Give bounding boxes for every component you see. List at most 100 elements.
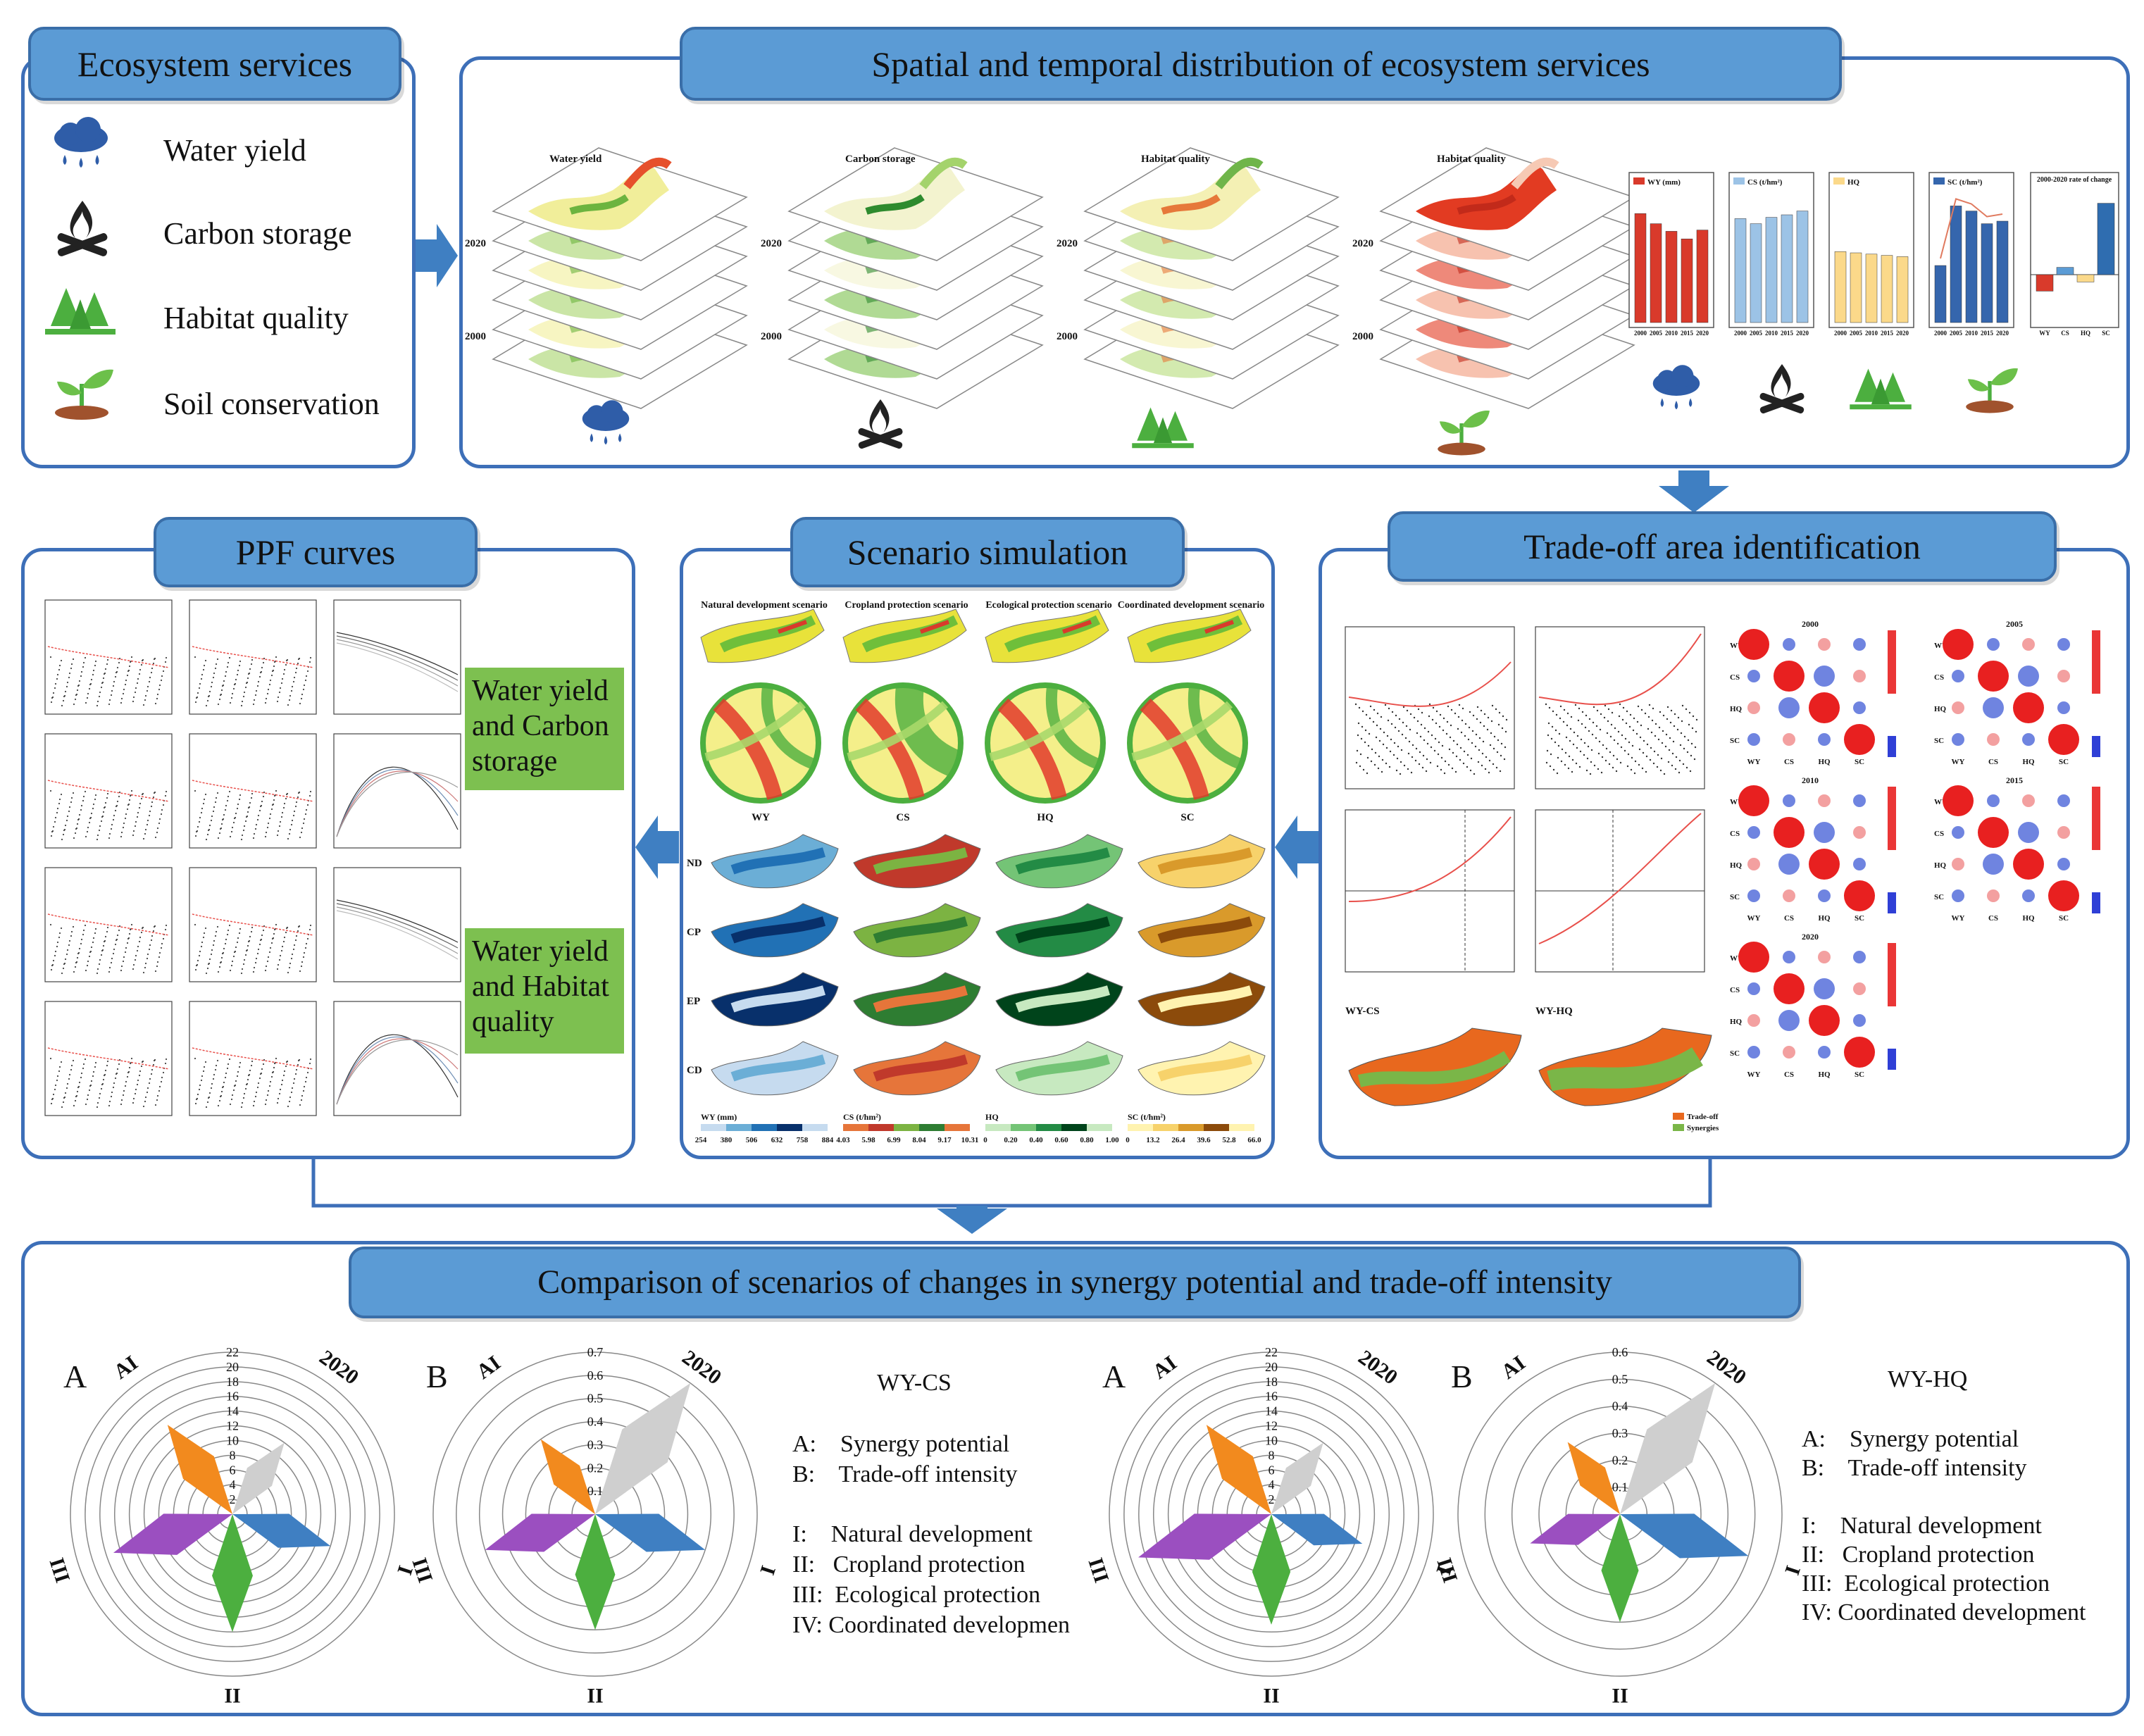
legend-wy-hq-title: WY-HQ <box>1888 1366 1968 1392</box>
scatter-point <box>1568 755 1571 758</box>
scatter-point <box>1374 751 1377 754</box>
ppf-point <box>253 1100 256 1103</box>
scatter-point <box>1581 711 1584 713</box>
ppf-point <box>226 933 229 936</box>
scatter-point <box>1438 725 1441 728</box>
corr-cell <box>2013 849 2044 880</box>
ppf-point <box>78 1081 81 1084</box>
ppf-point <box>194 1102 197 1105</box>
ppf-point <box>227 795 230 798</box>
ppf-point <box>120 831 123 834</box>
radar-petal <box>595 1382 691 1514</box>
ppf-point <box>148 680 151 683</box>
radar-ring <box>1484 1378 1756 1650</box>
scatter-point <box>1400 761 1402 763</box>
radar-axis-label: 2020 <box>1354 1346 1402 1390</box>
ppf-point <box>139 1070 142 1073</box>
scenario-curve <box>336 635 459 681</box>
ppf-point <box>84 790 87 793</box>
scatter-point <box>1616 742 1619 745</box>
scatter-point <box>1361 710 1364 713</box>
ppf-point <box>89 817 92 820</box>
scatter-point <box>1478 737 1481 739</box>
ppf-point <box>205 838 208 841</box>
service-map-detail <box>1015 847 1111 875</box>
ppf-point <box>206 1101 209 1104</box>
ppf-point <box>120 965 123 968</box>
scatter-point <box>1562 720 1565 723</box>
ppf-plot <box>333 599 461 715</box>
ppf-point <box>96 972 99 975</box>
ppf-point <box>92 937 95 939</box>
scatter-point <box>1604 704 1607 707</box>
ppf-point <box>74 698 77 701</box>
ppf-point <box>233 683 236 686</box>
ppf-point <box>214 667 217 670</box>
ppf-point <box>241 834 244 837</box>
scatter-point <box>1590 749 1593 751</box>
ppf-point <box>128 1066 131 1069</box>
ppf-point <box>265 831 268 834</box>
ppf-point <box>240 838 243 841</box>
service-map-detail <box>873 985 968 1013</box>
ppf-point <box>194 835 197 837</box>
scatter-point <box>1598 740 1601 743</box>
scatter-point <box>1373 763 1376 766</box>
scatter-point <box>1485 756 1488 758</box>
scenario-curve <box>336 639 459 687</box>
scatter-point <box>1402 721 1404 724</box>
ppf-point <box>68 1073 71 1076</box>
corr-year: 2005 <box>2006 619 2023 629</box>
ppf-point <box>153 925 156 928</box>
ppf-point <box>239 660 242 663</box>
scatter-point <box>1432 706 1435 709</box>
ppf-point <box>305 942 308 945</box>
ppf-point <box>200 811 203 814</box>
ppf-point <box>76 956 79 959</box>
radar-tick: 16 <box>1265 1390 1278 1404</box>
ppf-point <box>115 1073 118 1075</box>
corr-cell <box>1853 701 1866 714</box>
ppf-point <box>127 804 130 806</box>
corr-cell <box>2057 701 2070 714</box>
ppf-point <box>231 960 234 963</box>
ppf-point <box>223 813 225 816</box>
scatter-point <box>1417 708 1420 711</box>
ppf-point <box>137 677 139 680</box>
mini-bar-tick: 2015 <box>1781 330 1794 337</box>
ppf-point <box>54 682 57 685</box>
corr-cell <box>1853 638 1866 651</box>
synergy-zone <box>1547 1047 1703 1092</box>
ppf-point <box>232 1089 235 1092</box>
corr-cell <box>1738 942 1769 973</box>
ppf-point <box>269 1080 272 1083</box>
ppf-point <box>288 1100 291 1103</box>
corr-col-label: WY <box>1747 914 1761 923</box>
scatter-point <box>1694 746 1697 749</box>
ppf-point <box>256 685 259 687</box>
scatter-point <box>1467 738 1470 741</box>
corr-cell <box>2018 822 2039 843</box>
corr-col-label: CS <box>1784 914 1794 923</box>
ppf-point <box>212 676 215 679</box>
scatter-point <box>1471 742 1473 744</box>
ppf-point <box>66 1087 68 1089</box>
ppf-point <box>80 942 82 945</box>
ppf-point <box>60 793 63 796</box>
ppf-point <box>250 663 253 666</box>
service-map-detail <box>1015 985 1111 1013</box>
corr-year: 2020 <box>1802 932 1819 942</box>
ppf-point <box>308 661 311 663</box>
radar-axis-label: III <box>45 1555 75 1586</box>
ppf-point <box>249 1069 251 1072</box>
map-stack-year-bottom: 2000 <box>1057 331 1078 342</box>
ppf-point <box>243 1092 246 1095</box>
ppf-point <box>94 1066 96 1068</box>
ppf-point <box>241 968 244 970</box>
scenario-row-label: EP <box>687 996 700 1007</box>
mini-bar-tick: 2010 <box>1965 330 1978 337</box>
mini-bar <box>1681 238 1693 323</box>
